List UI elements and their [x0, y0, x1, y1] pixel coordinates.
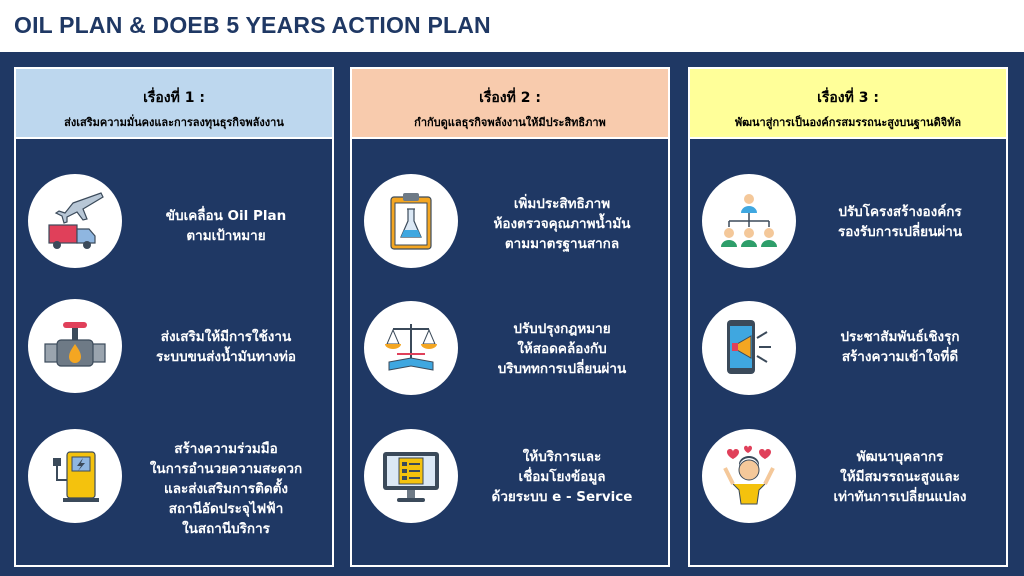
column-2-item-3: ให้บริการและ เชื่อมโยงข้อมูล ด้วยระบบ e … [352, 429, 668, 529]
header-bar: OIL PLAN & DOEB 5 YEARS ACTION PLAN [0, 0, 1024, 52]
column-3-item-3-text: พัฒนาบุคลากร ให้มีสมรรถนะสูงและ เท่าทันก… [833, 449, 967, 505]
column-3-item-1-text: ปรับโครงสร้างองค์กร รองรับการเปลี่ยนผ่าน [837, 204, 963, 240]
column-3-item-3: พัฒนาบุคลากร ให้มีสมรรถนะสูงและ เท่าทันก… [690, 429, 1006, 529]
column-1-item-1: ขับเคลื่อน Oil Plan ตามเป้าหมาย [16, 174, 332, 274]
org-chart-icon [721, 194, 777, 247]
icon-circle [702, 174, 796, 268]
icon-circle [702, 301, 796, 395]
happy-person-icon [723, 445, 775, 505]
column-3-item-2-text: ประชาสัมพันธ์เชิงรุก สร้างความเข้าใจที่ด… [840, 329, 960, 365]
icon-circle [28, 174, 122, 268]
column-3-item-1: ปรับโครงสร้างองค์กร รองรับการเปลี่ยนผ่าน [690, 174, 1006, 274]
column-2-item-1: เพิ่มประสิทธิภาพ ห้องตรวจคุณภาพน้ำมัน ตา… [352, 174, 668, 274]
phone-megaphone-icon [727, 320, 771, 374]
law-scale-icon [385, 324, 437, 371]
airplane-truck-icon [48, 192, 104, 249]
column-1: เรื่องที่ 1 : ส่งเสริมความมั่นคงและการลง… [14, 67, 334, 567]
page-title: OIL PLAN & DOEB 5 YEARS ACTION PLAN [14, 12, 491, 38]
column-2-item-3-text: ให้บริการและ เชื่อมโยงข้อมูล ด้วยระบบ e … [491, 449, 633, 505]
icon-circle [364, 174, 458, 268]
icon-circle [364, 301, 458, 395]
column-1-heading: เรื่องที่ 1 : [143, 90, 205, 106]
column-1-item-3-text: สร้างความร่วมมือ ในการอำนวยความสะดวก และ… [149, 441, 303, 537]
column-3-item-2: ประชาสัมพันธ์เชิงรุก สร้างความเข้าใจที่ด… [690, 301, 1006, 401]
column-1-subheading: ส่งเสริมความมั่นคงและการลงทุนธุรกิจพลังง… [64, 116, 284, 129]
column-1-item-2-text: ส่งเสริมให้มีการใช้งาน ระบบขนส่งน้ำมันทา… [156, 329, 296, 365]
column-3-heading: เรื่องที่ 3 : [817, 90, 879, 106]
icon-circle [28, 299, 122, 393]
column-1-header: เรื่องที่ 1 : ส่งเสริมความมั่นคงและการลง… [16, 69, 332, 139]
lab-clipboard-icon [390, 193, 432, 250]
column-1-item-2: ส่งเสริมให้มีการใช้งาน ระบบขนส่งน้ำมันทา… [16, 299, 332, 399]
column-2-heading: เรื่องที่ 2 : [479, 90, 541, 106]
ev-charger-icon [53, 451, 99, 502]
column-3: เรื่องที่ 3 : พัฒนาสู่การเป็นองค์กรสมรรถ… [688, 67, 1008, 567]
column-2-subheading: กำกับดูแลธุรกิจพลังงานให้มีประสิทธิภาพ [414, 116, 606, 129]
column-3-header: เรื่องที่ 3 : พัฒนาสู่การเป็นองค์กรสมรรถ… [690, 69, 1006, 139]
column-2-item-2: ปรับปรุงกฎหมาย ให้สอดคล้องกับ บริบททการเ… [352, 301, 668, 401]
icon-circle [364, 429, 458, 523]
column-2: เรื่องที่ 2 : กำกับดูแลธุรกิจพลังงานให้ม… [350, 67, 670, 567]
column-1-item-3: สร้างความร่วมมือ ในการอำนวยความสะดวก และ… [16, 429, 332, 537]
column-2-item-1-text: เพิ่มประสิทธิภาพ ห้องตรวจคุณภาพน้ำมัน ตา… [493, 196, 631, 252]
column-2-item-2-text: ปรับปรุงกฎหมาย ให้สอดคล้องกับ บริบททการเ… [497, 321, 627, 377]
icon-circle [28, 429, 122, 523]
pipeline-valve-icon [44, 322, 106, 367]
column-3-subheading: พัฒนาสู่การเป็นองค์กรสมรรถนะสูงบนฐานดิจิ… [734, 116, 962, 129]
monitor-service-icon [383, 452, 439, 502]
column-2-header: เรื่องที่ 2 : กำกับดูแลธุรกิจพลังงานให้ม… [352, 69, 668, 139]
column-1-item-1-text: ขับเคลื่อน Oil Plan ตามเป้าหมาย [165, 208, 287, 244]
main-panel: เรื่องที่ 1 : ส่งเสริมความมั่นคงและการลง… [0, 52, 1024, 576]
icon-circle [702, 429, 796, 523]
